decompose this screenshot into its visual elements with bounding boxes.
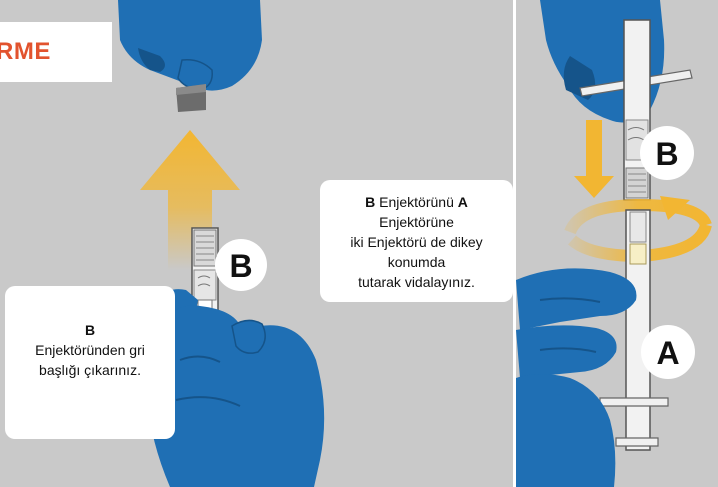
caption-right-line5: tutarak vidalayınız. <box>320 272 513 292</box>
title-box: RME <box>0 22 112 82</box>
caption-right-line4: konumda <box>320 252 513 272</box>
caption-left-bold: B <box>85 322 95 338</box>
grey-cap <box>176 84 206 112</box>
caption-right-b: B <box>365 194 375 210</box>
syringe-b-right-label: B <box>655 136 678 172</box>
syringe-b-left-label: B <box>229 248 252 284</box>
syringe-a-label: A <box>656 335 679 371</box>
top-glove-hand-left <box>118 0 262 91</box>
bottom-glove-hand-right <box>516 268 636 487</box>
panel-divider <box>513 0 516 487</box>
caption-left-line1: Enjektöründen gri <box>5 340 175 360</box>
caption-right-t1: Enjektörünü <box>375 194 458 210</box>
caption-right-line3: iki Enjektörü de dikey <box>320 232 513 252</box>
page-title: RME <box>0 38 51 66</box>
caption-right-line2: Enjektörüne <box>320 212 513 232</box>
caption-left-line2: başlığı çıkarınız. <box>5 360 175 380</box>
caption-right: B Enjektörünü A Enjektörüne iki Enjektör… <box>320 180 513 302</box>
down-arrow-icon <box>574 120 614 198</box>
caption-right-a: A <box>458 194 468 210</box>
caption-left: B Enjektöründen gri başlığı çıkarınız. <box>5 286 175 439</box>
